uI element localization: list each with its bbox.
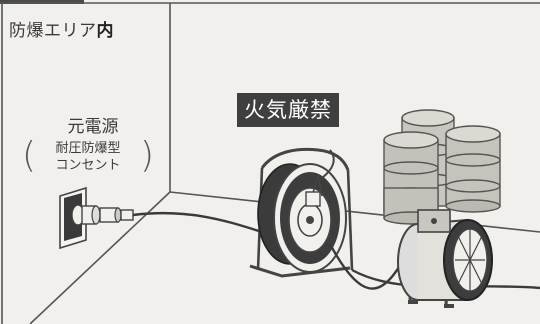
open-paren-glyph: ( [22,135,37,176]
header-tab-strip [0,0,84,4]
power-source-note: ( 耐圧防爆型 コンセント ) [22,135,154,178]
oil-drum-icon [383,109,501,225]
area-label: 防爆エリア内 [9,16,114,41]
close-paren-glyph: ) [139,135,154,176]
explosion-proof-outlet-icon [59,186,134,250]
note-line-2: コンセント [55,158,121,173]
power-cable [132,211,263,234]
area-label-prefix: 防爆エリア [9,21,97,41]
power-source-label: 元電源 [67,117,119,137]
cord-reel-icon [249,147,354,278]
blower-fan-icon [397,209,493,308]
no-fire-warning-sign: 火気厳禁 [237,93,339,127]
extension-cable [328,243,404,290]
note-line-1: 耐圧防爆型 [55,141,121,156]
area-label-emphasis: 内 [96,21,114,41]
note-lines: 耐圧防爆型 コンセント [38,140,138,174]
